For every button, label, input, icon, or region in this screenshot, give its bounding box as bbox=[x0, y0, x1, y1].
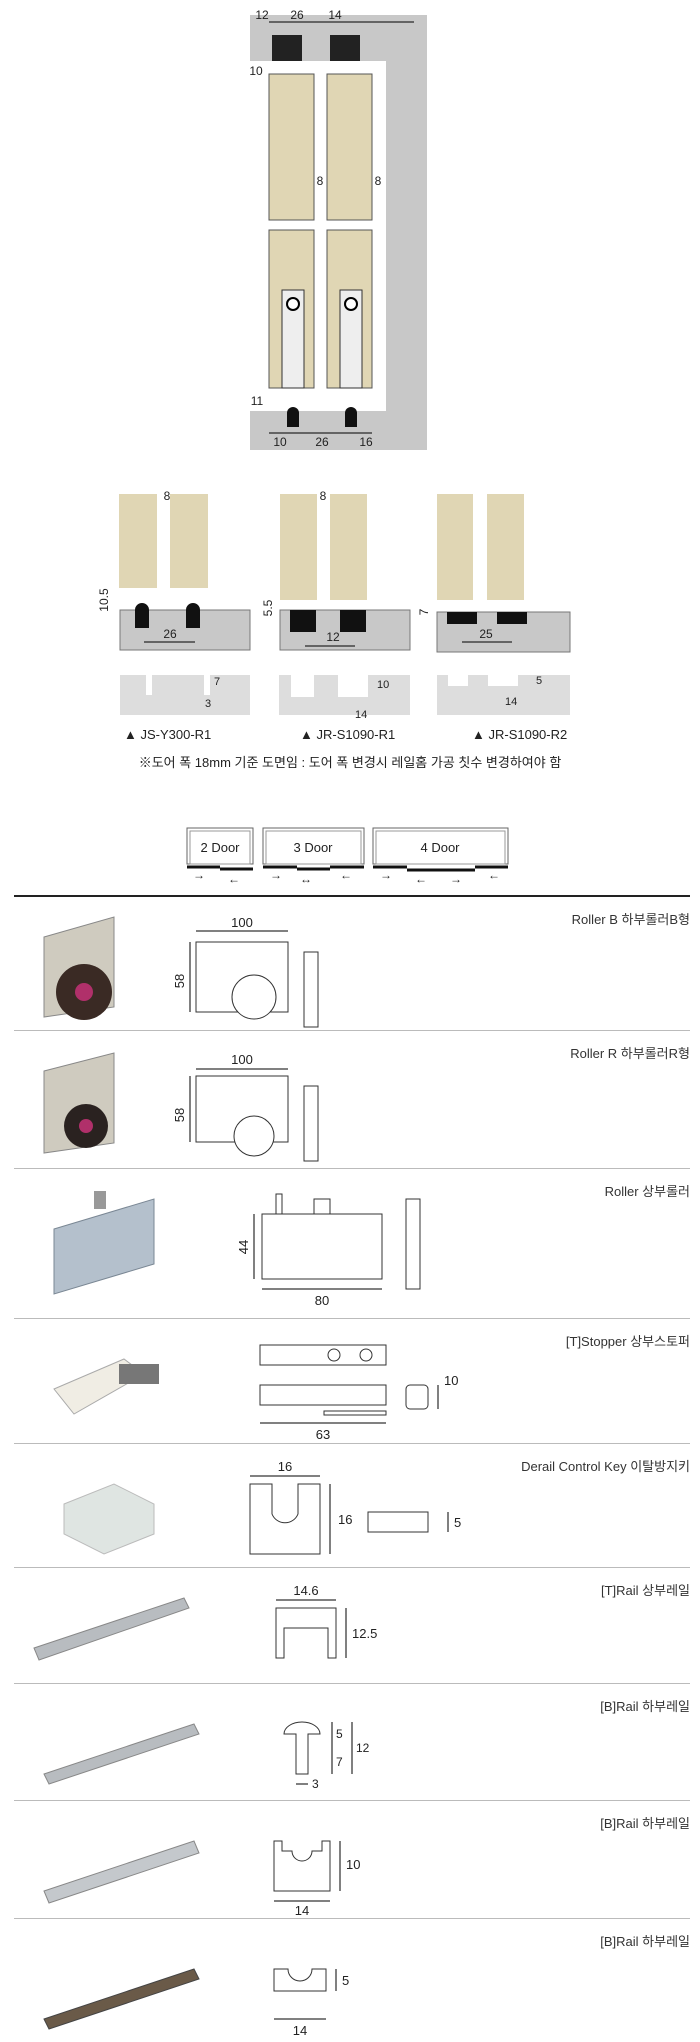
product-title: Roller B 하부롤러B형 bbox=[571, 912, 690, 927]
dim-label: 58 bbox=[172, 974, 187, 988]
arrow-left-icon: ← bbox=[488, 868, 500, 882]
door-type-4: 4 Door bbox=[420, 840, 460, 855]
dim-label: 3 bbox=[205, 698, 211, 710]
dim-label: 16 bbox=[278, 1459, 292, 1474]
product-illustration: 10 14 bbox=[43, 1840, 360, 1918]
dim-label: 12 bbox=[255, 8, 269, 22]
dim-label: 14 bbox=[293, 2023, 307, 2038]
dim-label: 14 bbox=[328, 8, 342, 22]
dim-label: 8 bbox=[375, 174, 382, 188]
arrow-right-icon: → bbox=[450, 872, 462, 886]
dim-label: 10 bbox=[273, 435, 287, 449]
dim-label: 5 bbox=[336, 1727, 343, 1741]
rail-section-2: 8 5.5 12 10 14 bbox=[261, 489, 411, 721]
product-row-bottom-rail-3: [B]Rail 하부레일 5 14 bbox=[14, 1918, 690, 2041]
product-illustration: 100 58 bbox=[43, 915, 319, 1028]
dim-label: 11 bbox=[251, 394, 264, 408]
assembly-diagrams: 12 26 14 10 8 8 11 10 26 16 8 10.5 26 7 … bbox=[97, 8, 571, 886]
dim-label: 12.5 bbox=[352, 1626, 377, 1641]
arrow-left-icon: ← bbox=[340, 868, 352, 882]
product-row-derail-key: Derail Control Key 이탈방지키 16 16 5 bbox=[14, 1443, 690, 1567]
arrow-both-icon: ↔ bbox=[300, 872, 312, 886]
dim-label: 5 bbox=[454, 1515, 461, 1530]
dim-label: 100 bbox=[231, 1052, 253, 1067]
product-title: [B]Rail 하부레일 bbox=[600, 1816, 690, 1831]
product-title: [B]Rail 하부레일 bbox=[600, 1699, 690, 1714]
dim-label: 5.5 bbox=[261, 599, 275, 616]
rail-label-2: ▲ JR-S1090-R1 bbox=[300, 727, 396, 742]
dim-label: 12 bbox=[326, 630, 340, 644]
dim-label: 8 bbox=[164, 489, 171, 503]
dim-label: 14 bbox=[295, 1903, 309, 1918]
product-illustration: 16 16 5 bbox=[63, 1459, 461, 1555]
door-type-2: 2 Door bbox=[200, 840, 240, 855]
top-assembly-diagram: 12 26 14 10 8 8 11 10 26 16 bbox=[249, 8, 427, 450]
dim-label: 3 bbox=[312, 1777, 319, 1791]
dim-label: 5 bbox=[342, 1973, 349, 1988]
product-illustration: 14.6 12.5 bbox=[33, 1583, 377, 1661]
product-row-top-rail: [T]Rail 상부레일 14.6 12.5 bbox=[14, 1567, 690, 1683]
dim-label: 26 bbox=[290, 8, 304, 22]
product-title: [T]Stopper 상부스토퍼 bbox=[565, 1334, 690, 1349]
dim-label: 26 bbox=[163, 627, 177, 641]
dimension-note: ※도어 폭 18mm 기준 도면임 : 도어 폭 변경시 레일홈 가공 칫수 변… bbox=[138, 755, 562, 770]
dim-label: 58 bbox=[172, 1108, 187, 1122]
dim-label: 26 bbox=[315, 435, 329, 449]
product-illustration: 44 80 bbox=[53, 1191, 421, 1308]
door-type-3: 3 Door bbox=[293, 840, 333, 855]
product-row-bottom-rail-1: [B]Rail 하부레일 5 12 7 3 bbox=[14, 1683, 690, 1800]
dim-label: 44 bbox=[236, 1240, 251, 1254]
dim-label: 16 bbox=[338, 1512, 352, 1527]
product-title: [T]Rail 상부레일 bbox=[600, 1583, 690, 1598]
arrow-right-icon: → bbox=[270, 868, 282, 882]
rail-section-1: 8 10.5 26 7 3 bbox=[97, 489, 251, 715]
product-title: Derail Control Key 이탈방지키 bbox=[521, 1459, 690, 1474]
dim-label: 10.5 bbox=[97, 588, 111, 612]
rail-label-1: ▲ JS-Y300-R1 bbox=[124, 727, 212, 742]
dim-label: 14 bbox=[355, 709, 367, 721]
arrow-left-icon: ← bbox=[228, 872, 240, 886]
dim-label: 10 bbox=[346, 1857, 360, 1872]
dim-label: 8 bbox=[320, 489, 327, 503]
dim-label: 10 bbox=[444, 1373, 458, 1388]
dim-label: 63 bbox=[316, 1427, 330, 1442]
dim-label: 80 bbox=[315, 1293, 329, 1308]
dim-label: 14.6 bbox=[293, 1583, 318, 1598]
dim-label: 10 bbox=[377, 679, 389, 691]
door-type-diagram: 2 Door 3 Door 4 Door → ← → ↔ ← → ← → ← bbox=[186, 827, 509, 886]
dim-label: 100 bbox=[231, 915, 253, 930]
dim-label: 8 bbox=[317, 174, 324, 188]
product-title: [B]Rail 하부레일 bbox=[600, 1934, 690, 1949]
dim-label: 7 bbox=[417, 608, 431, 615]
arrow-left-icon: ← bbox=[415, 872, 427, 886]
product-row-roller-b: Roller B 하부롤러B형 100 58 bbox=[14, 895, 690, 1030]
product-illustration: 63 10 bbox=[53, 1344, 458, 1442]
dim-label: 7 bbox=[214, 676, 220, 688]
product-row-top-stopper: [T]Stopper 상부스토퍼 63 10 bbox=[14, 1318, 690, 1443]
dim-label: 7 bbox=[336, 1755, 343, 1769]
rail-label-3: ▲ JR-S1090-R2 bbox=[472, 727, 568, 742]
product-illustration: 100 58 bbox=[43, 1052, 319, 1162]
dim-label: 10 bbox=[249, 64, 263, 78]
arrow-right-icon: → bbox=[193, 868, 205, 882]
product-illustration: 5 14 bbox=[43, 1968, 349, 2038]
rail-section-3: 7 25 5 14 bbox=[417, 494, 571, 715]
dim-label: 12 bbox=[356, 1741, 370, 1755]
arrow-right-icon: → bbox=[380, 868, 392, 882]
dim-label: 16 bbox=[359, 435, 373, 449]
dim-label: 5 bbox=[536, 675, 542, 687]
product-row-top-roller: Roller 상부롤러 44 80 bbox=[14, 1168, 690, 1318]
product-illustration: 5 12 7 3 bbox=[43, 1721, 370, 1791]
dim-label: 14 bbox=[505, 696, 517, 708]
product-title: Roller 상부롤러 bbox=[604, 1184, 690, 1199]
product-row-bottom-rail-2: [B]Rail 하부레일 10 14 bbox=[14, 1800, 690, 1918]
product-row-roller-r: Roller R 하부롤러R형 100 58 bbox=[14, 1030, 690, 1168]
dim-label: 25 bbox=[479, 627, 493, 641]
product-title: Roller R 하부롤러R형 bbox=[570, 1046, 690, 1061]
